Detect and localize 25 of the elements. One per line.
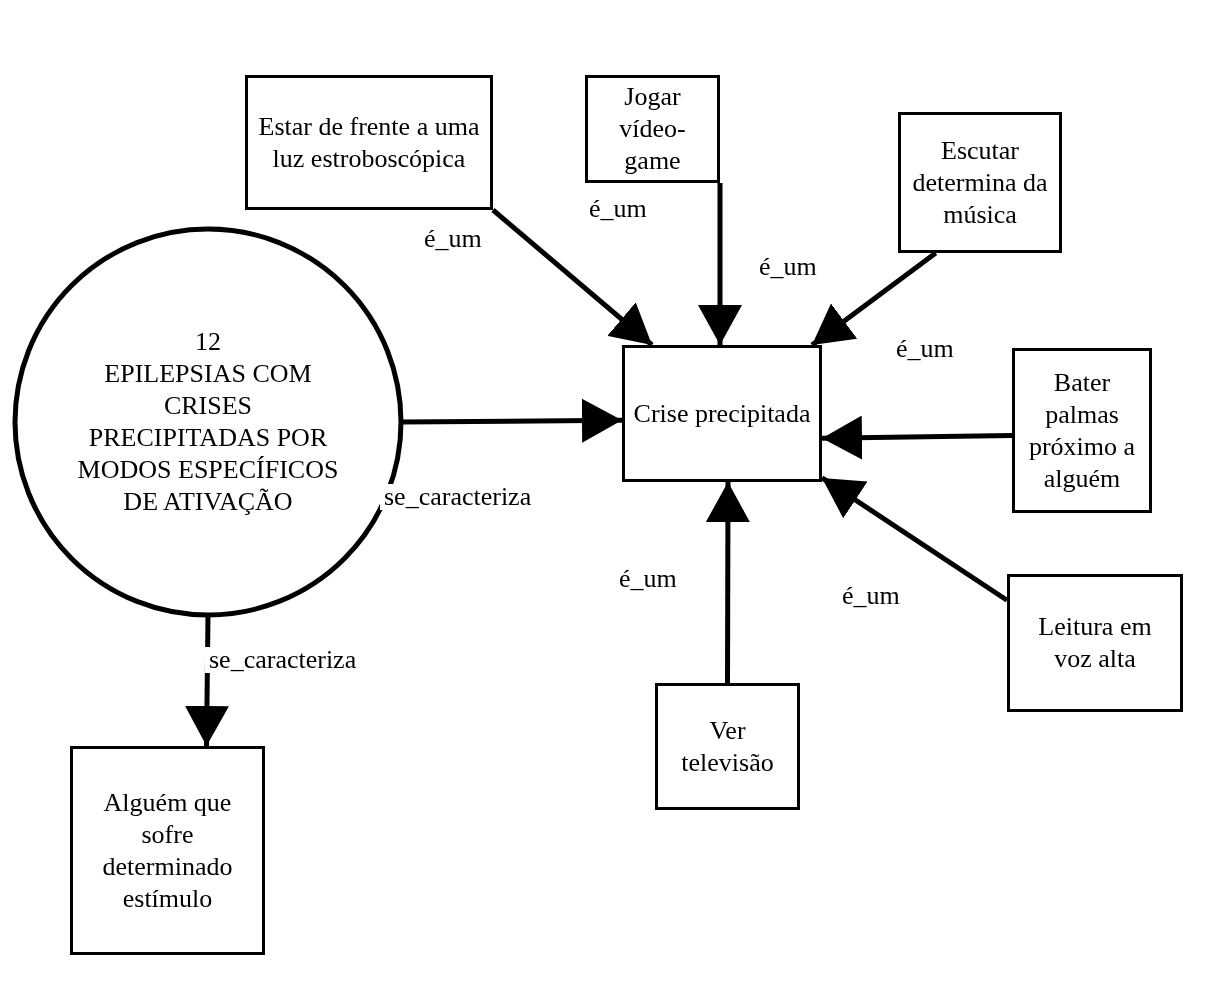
box-label: Bater palmas próximo a alguém — [1027, 366, 1137, 495]
box-label: Leitura em voz alta — [1037, 611, 1153, 675]
concept-box — [898, 112, 1062, 253]
circle-label: EPILEPSIAS COM CRISES PRECIPITADAS POR MODOS ESPECÍFICOS DE ATIVAÇÃO — [76, 358, 340, 518]
box-label: Jogar vídeo-game — [618, 81, 687, 177]
concept-box — [585, 75, 720, 183]
arrow — [705, 482, 750, 683]
concept-box — [1007, 574, 1183, 712]
concept-box — [655, 683, 800, 810]
box-label: Estar de frente a uma luz estroboscópica — [257, 110, 481, 175]
box-label: Ver televisão — [680, 714, 775, 779]
arrow — [820, 475, 1009, 603]
box-label: Alguém que sofre determinado estímulo — [101, 786, 234, 915]
arrow — [821, 415, 1013, 460]
box-label: Crise precipitada — [632, 397, 812, 430]
concept-box — [1012, 348, 1152, 513]
arrow — [401, 398, 622, 443]
concept-box — [70, 746, 265, 955]
circle-label: 12 — [194, 326, 222, 358]
concept-box — [622, 345, 822, 482]
box-label: Escutar determina da música — [911, 134, 1049, 231]
concept-box — [245, 75, 493, 210]
arrow — [810, 251, 938, 347]
arrow — [698, 183, 742, 345]
arrow — [491, 208, 654, 347]
